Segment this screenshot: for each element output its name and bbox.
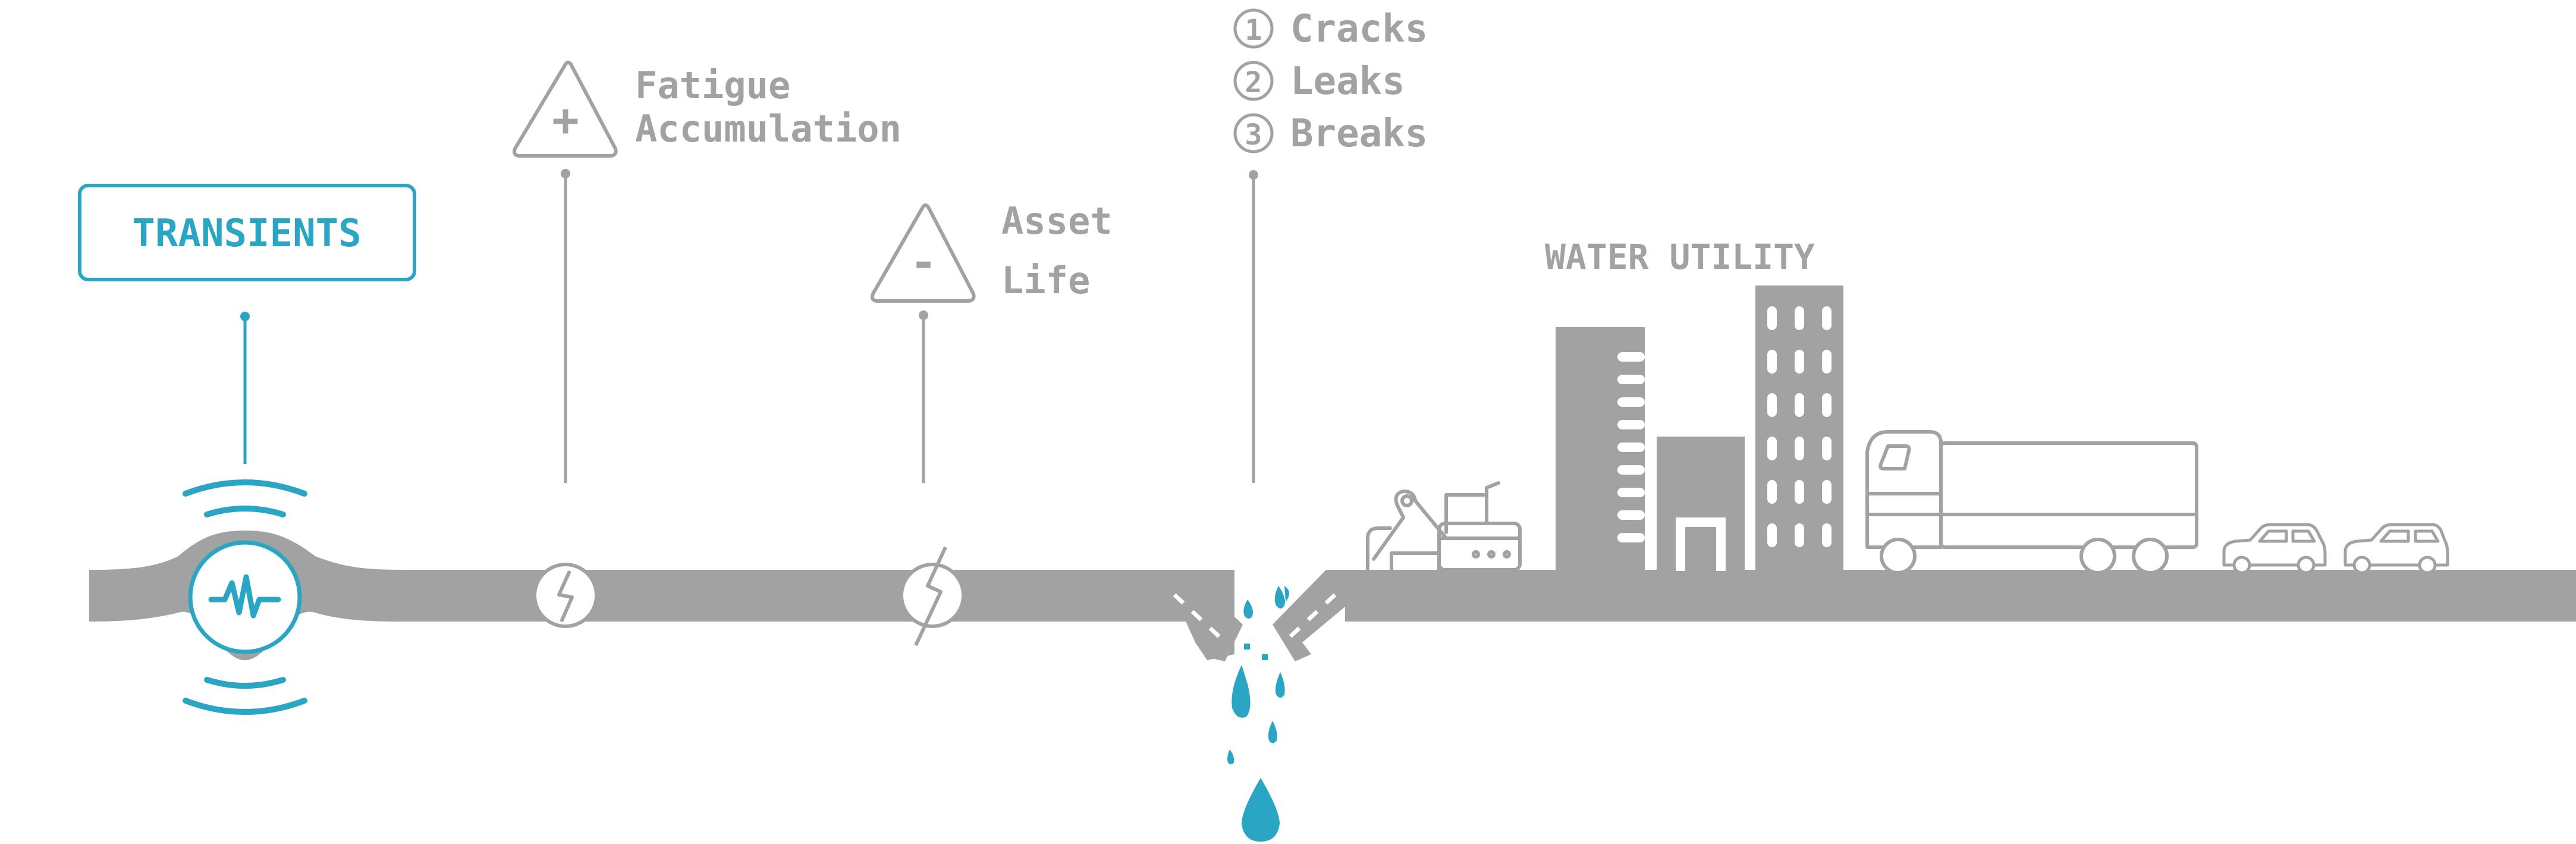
sensor-circle bbox=[188, 540, 302, 654]
transients-box bbox=[78, 184, 416, 281]
transients-sensor: TRANSIENTS bbox=[78, 184, 416, 715]
fatigue-accumulation-marker: + Fatigue Accumulation bbox=[512, 61, 901, 628]
asset-crack-circle bbox=[900, 563, 965, 628]
fracture-dashes-right bbox=[1289, 593, 1337, 638]
truck-wheel bbox=[1880, 538, 1917, 575]
outcome-item: 3 Breaks bbox=[1233, 112, 1428, 156]
outcome-number: 3 bbox=[1245, 118, 1262, 152]
water-utility-buildings: WATER UTILITY bbox=[1545, 237, 1843, 571]
fatigue-label: Fatigue bbox=[635, 64, 790, 107]
truck-cab bbox=[1865, 430, 1943, 549]
excavator-wheel bbox=[1487, 550, 1496, 559]
plus-sign: + bbox=[552, 93, 579, 146]
outcomes-marker: 1 Cracks 2 Leaks 3 Breaks bbox=[1233, 7, 1428, 483]
water-drop-icon bbox=[1243, 600, 1253, 619]
car-icon bbox=[2222, 523, 2327, 575]
outcome-text: Leaks bbox=[1290, 59, 1405, 103]
plus-warning-icon bbox=[512, 61, 618, 158]
outcome-number: 1 bbox=[1245, 14, 1262, 47]
truck-wheel bbox=[2079, 538, 2116, 575]
water-drop-icon bbox=[1284, 586, 1290, 602]
excavator-exhaust bbox=[1485, 481, 1500, 504]
signal-arc-top-outer bbox=[183, 479, 307, 497]
pipe-left-segment bbox=[89, 531, 1234, 660]
asset-label: Asset bbox=[1001, 199, 1113, 243]
outcome-number: 2 bbox=[1245, 66, 1262, 99]
water-drop-icon bbox=[1227, 749, 1234, 764]
building-windows bbox=[1617, 352, 1645, 542]
excavator-tracks bbox=[1437, 522, 1522, 572]
water-drop-icon bbox=[1268, 721, 1277, 743]
water-droplet-dot bbox=[1262, 654, 1268, 660]
building-icon bbox=[1657, 437, 1745, 571]
excavator-arm bbox=[1372, 490, 1448, 561]
outcome-item: 2 Leaks bbox=[1233, 59, 1405, 103]
pipe-right-segment bbox=[1345, 570, 2576, 622]
crack-icon bbox=[914, 546, 947, 647]
building-door bbox=[1676, 517, 1726, 571]
outcome-text: Cracks bbox=[1290, 7, 1428, 51]
pipe-left-fracture bbox=[1163, 570, 1243, 661]
signal-arc-bottom-inner bbox=[204, 677, 286, 689]
excavator-joint bbox=[1400, 494, 1413, 507]
truck-icon bbox=[1865, 430, 2198, 575]
pipe bbox=[89, 531, 2576, 661]
minus-warning-icon bbox=[870, 203, 976, 303]
water-drop-icon bbox=[1242, 778, 1280, 842]
fracture-dashes-left bbox=[1173, 593, 1221, 638]
excavator-base bbox=[1390, 551, 1441, 572]
water-utility-label: WATER UTILITY bbox=[1545, 237, 1815, 277]
transients-label: TRANSIENTS bbox=[132, 212, 361, 256]
number-badge bbox=[1233, 61, 1274, 101]
truck-container bbox=[1939, 441, 2198, 549]
water-drop-icon bbox=[1232, 665, 1251, 718]
outcome-text: Breaks bbox=[1290, 112, 1428, 156]
life-label: Life bbox=[1001, 259, 1090, 302]
outcome-item: 1 Cracks bbox=[1233, 7, 1428, 51]
excavator-wheel bbox=[1472, 550, 1480, 559]
wave-sensor-icon bbox=[208, 574, 281, 619]
number-badge bbox=[1233, 113, 1274, 153]
excavator-wheel bbox=[1503, 550, 1511, 559]
water-droplet-dot bbox=[1244, 644, 1250, 650]
building-windows bbox=[1767, 306, 1832, 547]
excavator-bucket bbox=[1366, 526, 1392, 572]
truck-window bbox=[1878, 444, 1911, 470]
signal-arc-bottom-outer bbox=[183, 698, 307, 715]
asset-life-marker: - Asset Life bbox=[870, 199, 1113, 647]
minus-sign: - bbox=[910, 236, 937, 288]
pipe-right-fracture bbox=[1273, 570, 1345, 661]
accumulation-label: Accumulation bbox=[635, 107, 901, 150]
water-drop-icon bbox=[1274, 586, 1285, 608]
excavator-icon bbox=[1366, 481, 1522, 572]
crack-icon bbox=[557, 570, 574, 623]
truck-wheel bbox=[2132, 538, 2169, 575]
water-drop-icon bbox=[1275, 672, 1285, 698]
number-badge bbox=[1233, 8, 1274, 49]
water-drops bbox=[1227, 586, 1290, 842]
car-icon bbox=[2343, 523, 2449, 575]
signal-arc-top-inner bbox=[204, 506, 286, 517]
